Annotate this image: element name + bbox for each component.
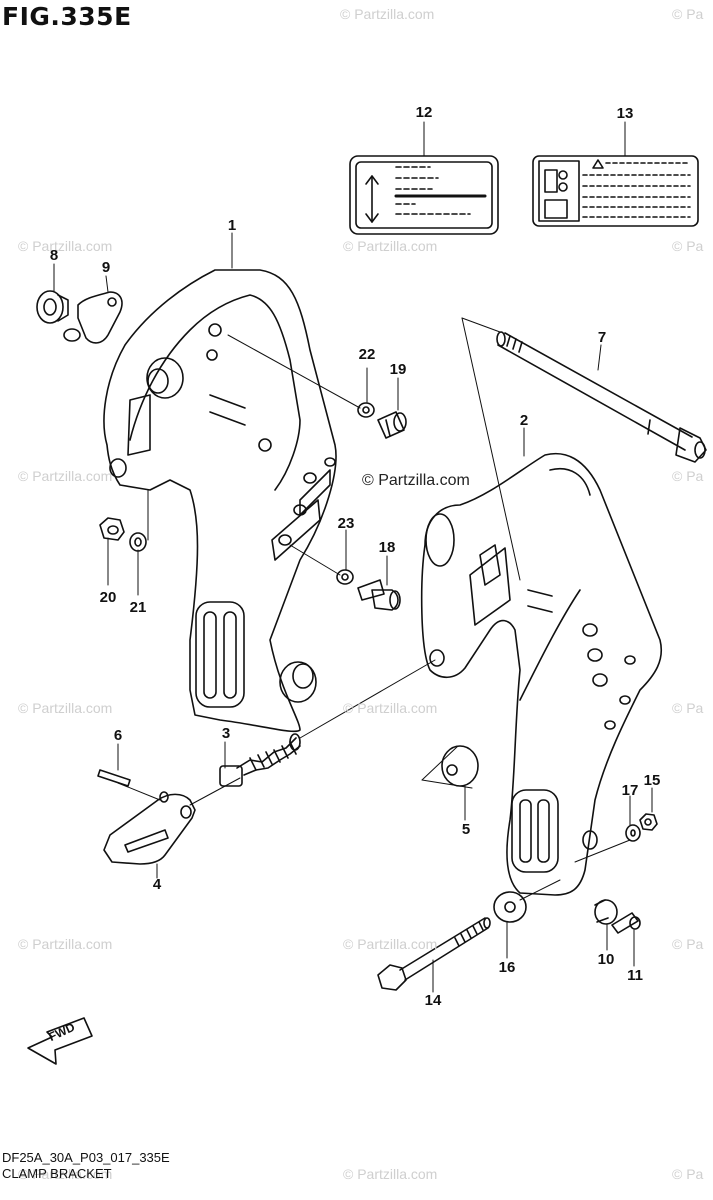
figure-title: FIG.335E [2,2,132,31]
callout-1: 1 [227,217,237,234]
washer-part-22 [358,403,374,417]
bolt-part-14 [378,918,490,990]
plate-part-9 [64,292,122,343]
callout-20: 20 [99,589,117,606]
pin-part-18 [358,580,400,610]
watermark: © Pa [672,936,704,952]
washer-part-16 [494,892,526,922]
watermark: © Partzilla.com [18,936,113,952]
watermark: © Pa [672,468,704,484]
watermark: © Pa [672,1166,704,1182]
callout-22: 22 [358,346,376,363]
callout-23: 23 [337,515,355,532]
watermark: © Pa [672,238,704,254]
callout-7: 7 [597,329,607,346]
watermark: © Partzilla.com [343,700,438,716]
callout-10: 10 [597,951,615,968]
figure-code: DF25A_30A_P03_017_335E [2,1150,170,1165]
watermark: © Partzilla.com [343,1166,438,1182]
label-part-13 [533,156,698,226]
site-label: © Partzilla.com [362,472,470,489]
nut-part-15 [640,814,657,830]
watermark: © Partzilla.com [340,6,435,22]
pin-part-6 [98,770,130,786]
nut-part-20 [100,518,124,540]
washer-part-21 [130,533,146,551]
callout-6: 6 [113,727,123,744]
lever-part-4 [104,792,195,864]
clamp-bracket-part-1 [104,270,336,731]
washer-part-23 [337,570,353,584]
figure-subtitle: CLAMP BRACKET [2,1166,112,1181]
callout-17: 17 [621,782,639,799]
nut-part-8 [37,291,68,323]
callout-18: 18 [378,539,396,556]
callout-14: 14 [424,992,442,1009]
callout-11: 11 [627,967,643,984]
callout-13: 13 [616,105,634,122]
fwd-arrow [28,1018,92,1064]
callout-8: 8 [49,247,59,264]
callout-21: 21 [129,599,147,616]
collar-part-10 [595,900,617,924]
tilt-tube-part-7 [497,332,706,462]
watermark: © Pa [672,6,704,22]
bolt-part-11 [612,913,640,933]
leader-lines [54,122,652,992]
callout-15: 15 [643,772,661,789]
callout-5: 5 [461,821,471,838]
watermark: © Partzilla.com [343,238,438,254]
watermark: © Partzilla.com [18,468,113,484]
watermark: © Pa [672,700,704,716]
label-part-12 [350,156,498,234]
callout-9: 9 [101,259,111,276]
callout-16: 16 [498,959,516,976]
clamp-bracket-part-2 [422,454,662,895]
watermark: © Partzilla.com [18,700,113,716]
callout-4: 4 [152,876,162,893]
watermark: © Partzilla.com [343,936,438,952]
callout-3: 3 [221,725,231,742]
washer-part-17 [626,825,640,841]
spring-part-3 [220,734,300,786]
watermark: © Partzilla.com [18,1166,113,1182]
callout-19: 19 [389,361,407,378]
watermark: © Partzilla.com [18,238,113,254]
callout-2: 2 [519,412,529,429]
bolt-part-19 [378,412,406,438]
disc-part-5 [442,746,478,786]
callout-12: 12 [415,104,433,121]
